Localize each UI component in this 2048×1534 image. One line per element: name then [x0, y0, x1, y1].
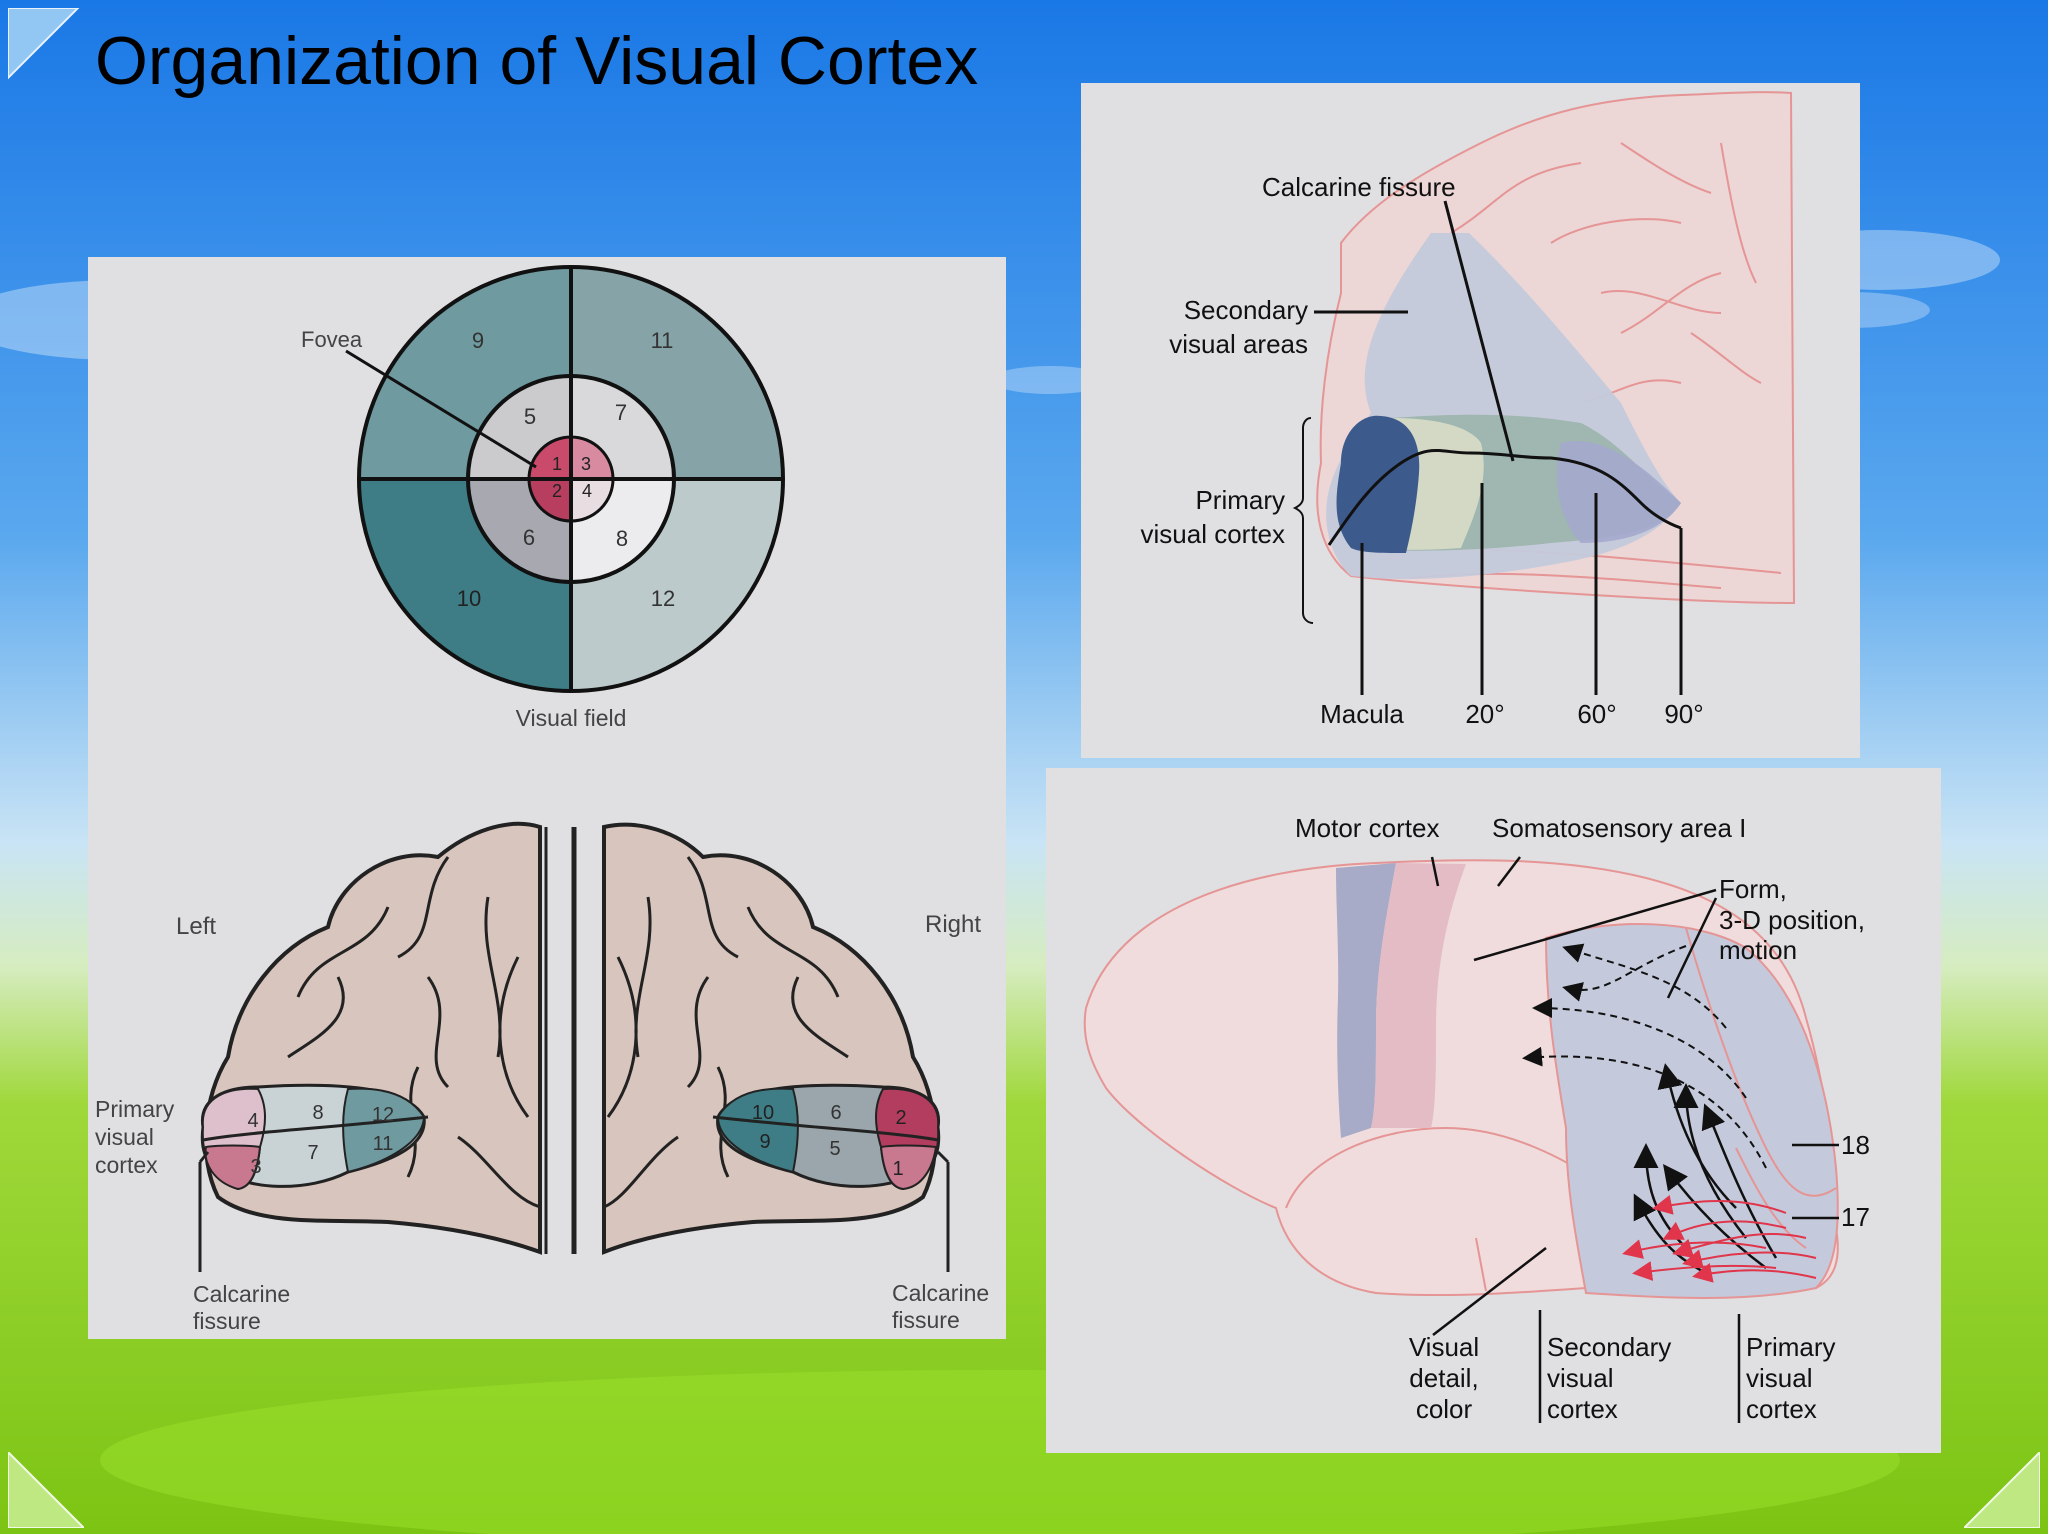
degree-20-label: 20° — [1465, 699, 1504, 729]
right-label: Right — [925, 911, 981, 938]
fovea-label: Fovea — [301, 327, 363, 352]
slide-title: Organization of Visual Cortex — [95, 23, 979, 99]
center-label-1: 1 — [552, 454, 562, 474]
left-calcarine-line2: fissure — [193, 1308, 261, 1334]
visual-detail-line2: detail, — [1409, 1363, 1478, 1393]
right-calcarine-line2: fissure — [892, 1307, 960, 1333]
primary-visual-cortex-line2: visual — [1746, 1363, 1812, 1393]
degree-90-label: 90° — [1664, 699, 1703, 729]
secondary-visual-cortex-line2: visual — [1547, 1363, 1613, 1393]
primary-visual-cortex-line1: Primary — [95, 1096, 175, 1122]
right-hemi-area-5: 5 — [829, 1138, 840, 1160]
center-label-2: 2 — [552, 481, 562, 501]
lateral-cortex-panel: Motor cortex Somatosensory area I Form, … — [1046, 768, 1941, 1453]
primary-visual-cortex-line3: cortex — [1746, 1394, 1817, 1424]
middle-ring-label-top-left: 5 — [524, 404, 536, 429]
right-hemi-area-1: 1 — [892, 1158, 903, 1180]
right-hemi-area-6: 6 — [830, 1102, 841, 1124]
medial-cortex-panel: Calcarine fissure Secondary visual areas… — [1081, 83, 1860, 758]
medial-brain-diagram: Calcarine fissure Secondary visual areas… — [1141, 91, 1796, 729]
visual-detail-line1: Visual — [1409, 1332, 1479, 1362]
primary-visual-cortex-line2: visual cortex — [1141, 519, 1286, 549]
hemispheres-diagram: 4 8 12 11 7 3 10 6 2 9 5 1 Left Right Pr… — [95, 821, 989, 1334]
left-label: Left — [176, 913, 216, 940]
primary-visual-cortex-line2: visual — [95, 1124, 154, 1150]
area-17-label: 17 — [1841, 1202, 1870, 1232]
right-hemi-area-9: 9 — [759, 1131, 770, 1153]
secondary-visual-areas-line1: Secondary — [1184, 295, 1308, 325]
left-hemi-area-4: 4 — [247, 1110, 258, 1132]
corner-triangle-top-left — [8, 8, 80, 80]
outer-ring-label-top-right: 11 — [651, 328, 674, 353]
outer-ring-label-bottom-right: 12 — [651, 586, 675, 611]
left-hemi-area-8: 8 — [312, 1102, 323, 1124]
primary-visual-cortex-line1: Primary — [1746, 1332, 1836, 1362]
area-18-label: 18 — [1841, 1130, 1870, 1160]
left-hemi-area-7: 7 — [307, 1142, 318, 1164]
secondary-visual-cortex-line3: cortex — [1547, 1394, 1618, 1424]
outer-ring-label-bottom-left: 10 — [457, 586, 481, 611]
center-label-4: 4 — [582, 481, 592, 501]
calcarine-fissure-label: Calcarine fissure — [1262, 172, 1456, 202]
right-hemi-area-2: 2 — [895, 1107, 906, 1129]
visual-field-diagram: 9 11 10 12 5 7 6 8 1 3 2 4 Fovea Visual … — [301, 265, 785, 731]
lateral-brain-diagram: Motor cortex Somatosensory area I Form, … — [1083, 813, 1870, 1424]
form-label-line3: motion — [1719, 935, 1797, 965]
corner-triangle-bottom-right — [1964, 1452, 2040, 1528]
center-label-3: 3 — [581, 454, 591, 474]
visual-field-caption: Visual field — [516, 705, 627, 731]
left-hemi-area-3: 3 — [250, 1156, 261, 1178]
primary-visual-cortex-line3: cortex — [95, 1152, 158, 1178]
corner-triangle-bottom-left — [8, 1452, 84, 1528]
form-label-line2: 3-D position, — [1719, 905, 1865, 935]
middle-ring-label-bottom-left: 6 — [523, 525, 535, 550]
right-hemi-area-10: 10 — [752, 1102, 774, 1124]
left-hemi-area-12: 12 — [372, 1104, 394, 1126]
visual-detail-line3: color — [1416, 1394, 1473, 1424]
left-hemi-area-11: 11 — [373, 1133, 394, 1155]
middle-ring-label-bottom-right: 8 — [616, 526, 628, 551]
motor-cortex-label: Motor cortex — [1295, 813, 1440, 843]
middle-ring-label-top-right: 7 — [615, 400, 627, 425]
macula-label: Macula — [1320, 699, 1404, 729]
right-calcarine-line1: Calcarine — [892, 1280, 989, 1306]
primary-visual-cortex-line1: Primary — [1195, 485, 1285, 515]
somatosensory-label: Somatosensory area I — [1492, 813, 1746, 843]
left-calcarine-line1: Calcarine — [193, 1281, 290, 1307]
degree-60-label: 60° — [1577, 699, 1616, 729]
secondary-visual-areas-line2: visual areas — [1169, 329, 1308, 359]
visual-field-panel: 9 11 10 12 5 7 6 8 1 3 2 4 Fovea Visual … — [88, 257, 1006, 1339]
outer-ring-label-top-left: 9 — [472, 328, 484, 353]
form-label-line1: Form, — [1719, 874, 1787, 904]
secondary-visual-cortex-line1: Secondary — [1547, 1332, 1671, 1362]
